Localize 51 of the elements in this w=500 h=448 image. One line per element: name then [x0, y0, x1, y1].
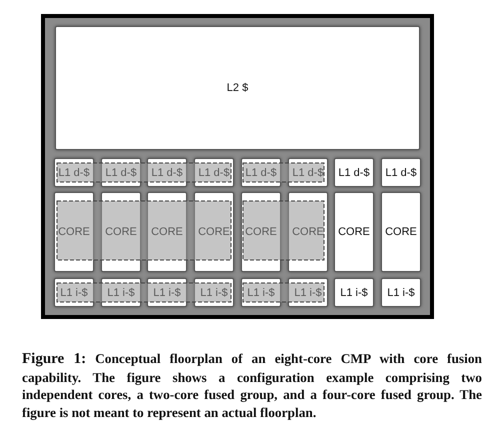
l1-cache-block	[54, 278, 94, 307]
l1-cache-block	[241, 158, 281, 187]
block-label: CORE	[245, 226, 277, 238]
l1-cache-block	[147, 158, 187, 187]
block-label: L1 i-$	[60, 286, 88, 298]
l1-cache-block	[334, 278, 374, 307]
block-label: L1 i-$	[294, 286, 322, 298]
l1-cache-block	[147, 278, 187, 307]
l1-cache-block	[101, 158, 141, 187]
l2-cache-block	[55, 26, 420, 150]
l1-cache-block	[101, 278, 141, 307]
block-label: L1 i-$	[387, 286, 415, 298]
l1-cache-block	[194, 278, 234, 307]
core-block	[147, 192, 187, 272]
block-label: CORE	[338, 226, 370, 238]
block-label: CORE	[105, 226, 137, 238]
l1-cache-block	[194, 158, 234, 187]
block-label: L1 d-$	[58, 166, 90, 178]
l1-cache-block	[381, 158, 421, 187]
block-label: L1 i-$	[200, 286, 228, 298]
block-label: L1 d-$	[385, 166, 417, 178]
block-label: L1 i-$	[247, 286, 275, 298]
core-block	[241, 192, 281, 272]
block-label: L1 d-$	[198, 166, 230, 178]
block-label: CORE	[385, 226, 417, 238]
core-block	[381, 192, 421, 272]
figure-caption: Figure 1: Conceptual floorplan of an eight-core CMP with core fusion capability. The figure shows a configuration example comprising two independent cores, a two-core fused group, and a four-core fused group. The figure is not meant to represent an actual floorplan.	[22, 350, 482, 422]
l1-cache-block	[288, 278, 328, 307]
l1-cache-block	[288, 158, 328, 187]
core-block	[334, 192, 374, 272]
core-block	[101, 192, 141, 272]
block-label: CORE	[198, 226, 230, 238]
block-label: L1 i-$	[107, 286, 135, 298]
core-block	[54, 192, 94, 272]
l1-cache-block	[241, 278, 281, 307]
l1-cache-block	[54, 158, 94, 187]
block-label: CORE	[151, 226, 183, 238]
block-label: L1 d-$	[245, 166, 277, 178]
block-label: L1 d-$	[151, 166, 183, 178]
block-label: L1 d-$	[292, 166, 324, 178]
core-block	[288, 192, 328, 272]
block-label: L2 $	[226, 82, 248, 94]
l1-cache-block	[381, 278, 421, 307]
l1-cache-block	[334, 158, 374, 187]
core-block	[194, 192, 234, 272]
block-label: CORE	[292, 226, 324, 238]
block-label: L1 i-$	[153, 286, 181, 298]
block-label: L1 d-$	[105, 166, 137, 178]
block-label: L1 i-$	[340, 286, 368, 298]
block-label: L1 d-$	[338, 166, 370, 178]
block-label: CORE	[58, 226, 90, 238]
